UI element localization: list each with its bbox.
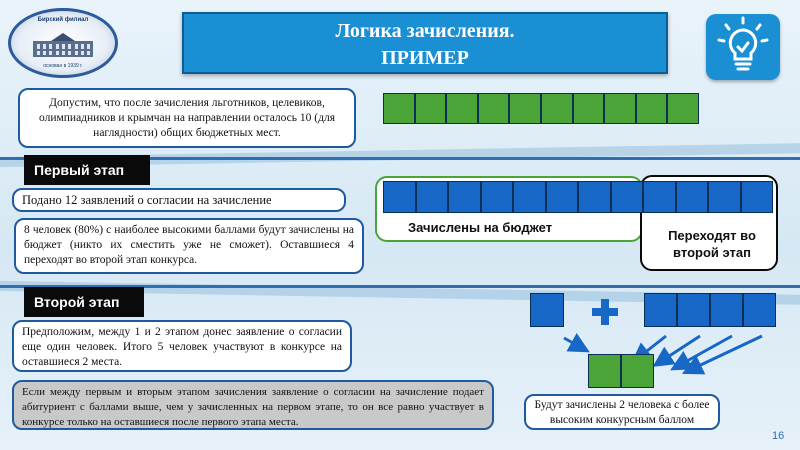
place-cell-green — [383, 93, 415, 124]
new-applicant-cell — [530, 293, 564, 327]
enrolled-cell — [415, 181, 448, 213]
place-cell-green — [477, 93, 510, 124]
divider-line — [0, 285, 800, 288]
place-cell-green — [667, 93, 699, 124]
intro-text-box: Допустим, что после зачисления льготнико… — [18, 88, 356, 148]
result-box: Будут зачислены 2 человека с более высок… — [524, 394, 720, 430]
enrolled-cell — [578, 181, 611, 213]
place-cell-green — [446, 93, 478, 124]
stage-1-label: Первый этап — [24, 155, 150, 185]
stage-2-label: Второй этап — [24, 287, 144, 317]
transferred-cells — [644, 293, 776, 327]
available-places-cells — [383, 93, 699, 124]
transferred-cell — [710, 293, 743, 327]
stage-2-description-box: Предположим, между 1 и 2 этапом донес за… — [12, 320, 352, 372]
result-text: Будут зачислены 2 человека с более высок… — [534, 399, 710, 426]
slide-title: Логика зачисления. ПРИМЕР — [182, 12, 668, 74]
applications-box: Подано 12 заявлений о согласии на зачисл… — [12, 188, 346, 212]
building-icon — [33, 33, 93, 57]
enrolled-cell — [448, 181, 481, 213]
plus-icon — [590, 297, 620, 327]
stage-2-note-box: Если между первым и вторым этапом зачисл… — [12, 380, 494, 430]
transfer-label: Переходят во второй этап — [668, 228, 756, 260]
enrolled-cell — [480, 181, 513, 213]
result-cells — [588, 354, 654, 388]
place-cell-green — [509, 93, 541, 124]
transfer-cell — [708, 181, 741, 213]
result-cell — [621, 354, 654, 388]
applications-text: Подано 12 заявлений о согласии на зачисл… — [22, 193, 272, 207]
transfer-cell — [740, 181, 773, 213]
result-cell — [588, 354, 621, 388]
place-cell-green — [540, 93, 573, 124]
page-number: 16 — [772, 430, 785, 442]
transferred-cell — [677, 293, 710, 327]
enrolled-cell — [513, 181, 546, 213]
intro-text: Допустим, что после зачисления льготнико… — [39, 97, 335, 139]
logo-bottom-text: основан в 1939 г. — [43, 63, 83, 69]
applicant-cell — [530, 293, 564, 327]
logo-top-text: Бирский филиал — [37, 17, 89, 23]
stage-1-cells — [383, 181, 773, 213]
transferred-cell — [644, 293, 677, 327]
enrolled-cell — [383, 181, 416, 213]
title-line-1: Логика зачисления. — [335, 20, 515, 42]
transfer-cell — [643, 181, 676, 213]
arrows-to-result — [563, 332, 763, 375]
place-cell-green — [635, 93, 668, 124]
title-line-2: ПРИМЕР — [381, 47, 469, 69]
enrolled-label: Зачислены на бюджет — [408, 220, 553, 235]
place-cell-green — [572, 93, 605, 124]
lightbulb-icon — [706, 14, 780, 80]
university-logo: Бирский филиал основан в 1939 г. — [8, 8, 118, 78]
stage-2-note: Если между первым и вторым этапом зачисл… — [22, 386, 484, 428]
transfer-cell — [675, 181, 708, 213]
stage-1-description: 8 человек (80%) с наиболее высокими балл… — [24, 224, 354, 266]
transferred-cell — [743, 293, 776, 327]
enrolled-cell — [610, 181, 643, 213]
enrolled-cell — [545, 181, 578, 213]
place-cell-green — [604, 93, 636, 124]
stage-1-description-box: 8 человек (80%) с наиболее высокими балл… — [14, 218, 364, 274]
stage-2-description: Предположим, между 1 и 2 этапом донес за… — [22, 326, 342, 368]
place-cell-green — [414, 93, 447, 124]
divider-line — [0, 157, 800, 160]
